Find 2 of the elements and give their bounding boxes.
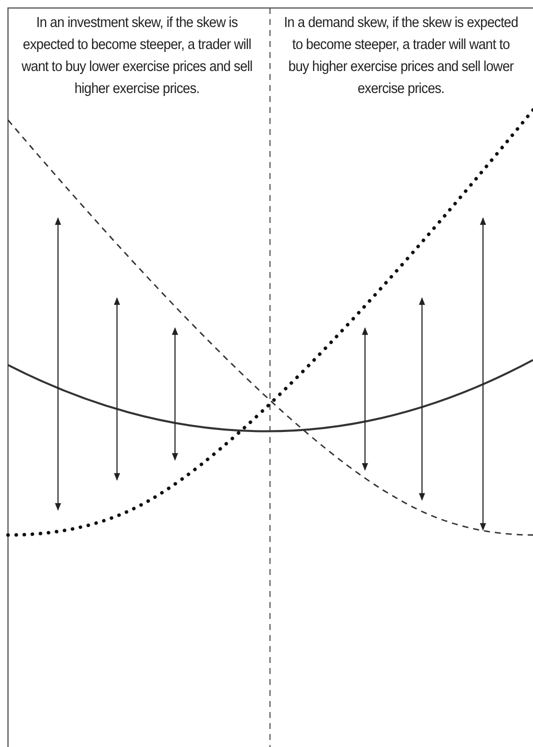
annotation-text: In a demand skew, if the skew is expected to become steeper, a trader will want to buy higher exercise prices and sell lower exercise prices. — [282, 14, 520, 99]
annotation-text: In an investment skew, if the skew is expected to become steeper, a trader will want to buy lower exercise prices and sell higher exercise prices. — [20, 14, 254, 99]
